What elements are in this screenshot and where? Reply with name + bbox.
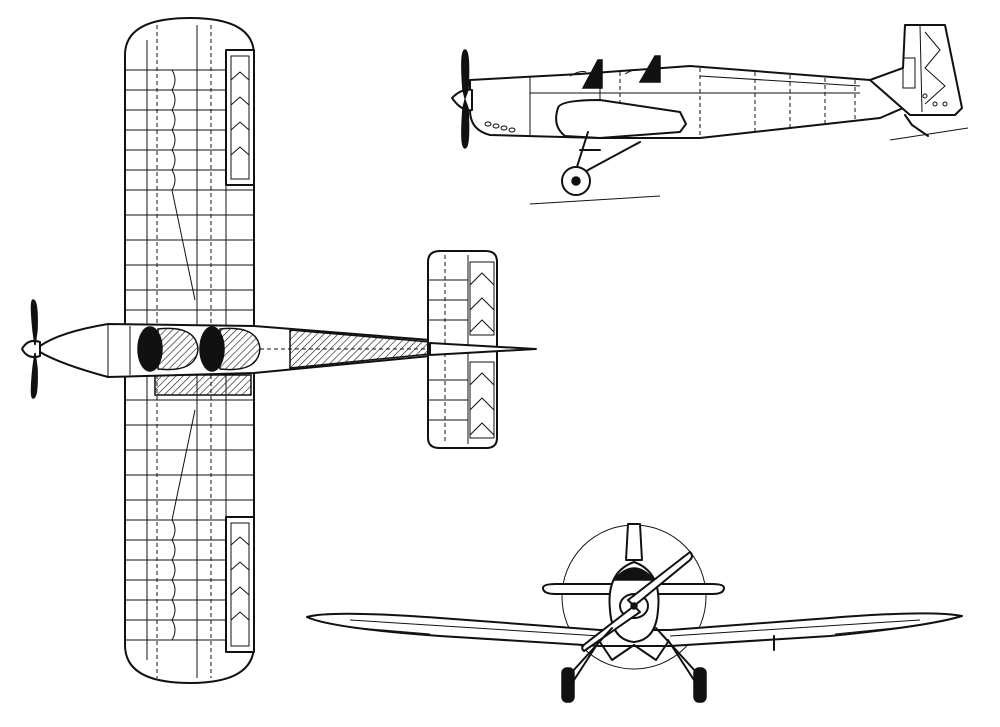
side-view-fin: [869, 24, 963, 116]
side-view-propeller: [451, 49, 473, 149]
top-view-aileron-lower: [225, 516, 255, 653]
top-view-fuselage: [39, 323, 431, 378]
top-view-wing-root-flap: [154, 374, 252, 396]
side-view-exhausts: [484, 121, 516, 133]
front-view-wing: [306, 612, 963, 651]
top-view: [21, 17, 537, 684]
side-view-landing-gear: [561, 131, 641, 196]
top-view-tailplane: [427, 250, 537, 449]
side-view: [451, 24, 969, 205]
top-view-propeller: [21, 299, 41, 399]
top-view-cockpit-front: [137, 326, 199, 372]
side-view-ground-line: [529, 195, 661, 205]
top-view-cockpit-rear: [199, 326, 261, 372]
front-view-landing-gear: [561, 627, 707, 703]
front-view: [306, 523, 963, 703]
top-view-aileron-upper: [225, 49, 255, 186]
side-view-wing: [555, 99, 687, 139]
side-view-front-headrest: [581, 59, 603, 89]
side-view-fuselage: [469, 55, 911, 139]
front-view-fin: [625, 523, 643, 561]
side-view-rear-headrest: [638, 55, 661, 83]
top-view-wing-ribs: [125, 69, 254, 641]
